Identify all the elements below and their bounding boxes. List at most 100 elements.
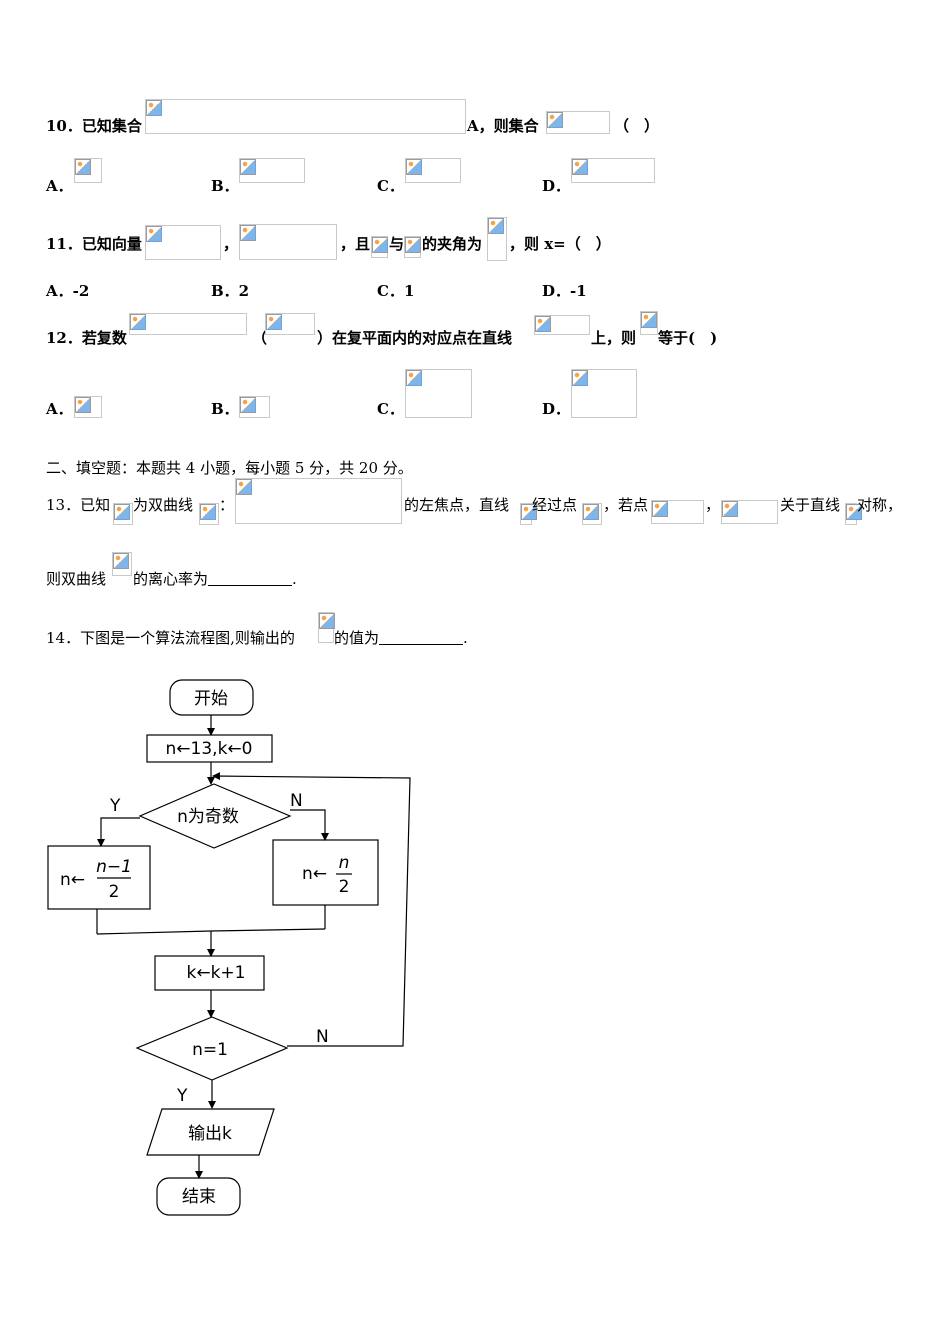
q13-point-image	[582, 503, 602, 525]
q14-variable-k-image	[318, 612, 335, 643]
q11-number: 11．	[46, 235, 82, 253]
q11-line: 11．已知向量	[46, 233, 142, 254]
q12-number: 12．	[46, 329, 82, 347]
flowchart-output-node	[146, 1108, 275, 1156]
flowchart-init-label: n←13,k←0	[166, 739, 253, 759]
q10-option-c-image	[405, 158, 461, 183]
q13-answer-blank[interactable]	[208, 571, 293, 586]
q11-angle-image	[487, 217, 507, 261]
q13-point-a-image	[651, 500, 704, 524]
q10-set-b-formula-image	[546, 111, 610, 134]
q13-colon: ：	[219, 496, 235, 514]
q13-focus-f-image	[113, 503, 133, 525]
q11-text-1: 已知向量	[81, 235, 142, 253]
q13-hyperbola-equation-image	[235, 478, 402, 524]
q13-curve-c2-image	[112, 552, 132, 576]
q11-text-2: ，且	[340, 235, 371, 253]
q13-line: 13．已知	[46, 494, 110, 515]
flowchart-right-denominator: 2	[339, 877, 350, 897]
q13-comma: ，	[705, 496, 721, 514]
flowchart-left-prefix: n←	[60, 870, 85, 890]
flowchart-condition-odd-label: n为奇数	[177, 807, 239, 827]
q10-line: 10．已知集合	[46, 115, 142, 136]
q10-text-2: A，则集合	[467, 117, 539, 135]
flowchart-no-label-1: N	[290, 791, 303, 811]
q12-complex-number-image	[129, 313, 247, 335]
q13-text-7: 对称，	[857, 496, 903, 514]
q11-vector-a-image	[145, 225, 221, 260]
q12-option-d: D．	[542, 400, 571, 418]
flowchart-increment-box	[154, 955, 265, 991]
q10-text-1: 已知集合	[81, 117, 142, 135]
q10-option-b: B．	[211, 177, 239, 195]
q13-line-2b: 的离心率为.	[133, 568, 297, 589]
q12-line: 12．若复数	[46, 327, 127, 348]
q14-period: .	[463, 629, 468, 647]
q13-line-2a: 则双曲线	[46, 570, 107, 588]
q13-text-6: 关于直线	[780, 496, 841, 514]
q13-number: 13．	[46, 496, 81, 514]
q11-vector-b-image	[239, 224, 337, 260]
flowchart-output-label: 输出k	[188, 1124, 232, 1144]
q10-option-a: A．	[46, 177, 73, 195]
q14-answer-blank[interactable]	[379, 630, 464, 645]
q11-text-4: 的夹角为	[422, 235, 483, 253]
q11-vector-b-symbol-image	[404, 236, 421, 258]
flowchart-yes-label-1: Y	[109, 796, 121, 816]
q12-line-equation-image	[534, 315, 590, 335]
q14-line-2: 的值为.	[334, 627, 468, 648]
q10-option-d-image	[571, 158, 655, 183]
q11-option-a: A．-2	[46, 282, 90, 300]
q14-number: 14．	[46, 629, 81, 647]
flowchart-right-prefix: n←	[302, 864, 327, 884]
q10-option-b-image	[239, 158, 305, 183]
q10-option-c: C．	[377, 177, 404, 195]
flowchart-init-box	[146, 734, 273, 763]
q13-text-2: 为双曲线	[133, 496, 194, 514]
flowchart-arrow	[290, 809, 329, 841]
q11-option-b: B．2	[211, 282, 250, 300]
q12-option-b-image	[239, 396, 270, 418]
flowchart-arrow	[97, 817, 140, 847]
q12-variable-image	[640, 311, 658, 335]
q12-option-a: A．	[46, 400, 73, 418]
q12-text-1: 若复数	[81, 329, 127, 347]
flowchart-condition-odd	[138, 783, 292, 849]
q12-option-a-image	[74, 396, 102, 418]
q13-point-b-image	[721, 500, 778, 524]
q13-text-eccentricity: 的离心率为	[133, 570, 209, 588]
q12-condition-image	[265, 313, 315, 335]
q13-period: .	[292, 570, 297, 588]
flowchart-right-numerator: n	[339, 853, 350, 873]
q10-option-a-image	[74, 158, 102, 183]
q13-text-5: ，若点	[603, 496, 649, 514]
q13-text-4: 经过点	[532, 496, 578, 514]
flowchart-start-label: 开始	[194, 689, 228, 709]
flowchart-no-label-2: N	[316, 1027, 329, 1047]
flowchart-left-numerator: n−1	[96, 857, 132, 877]
q12-left-paren: （	[252, 329, 268, 347]
flowchart-loop-arrow	[212, 772, 411, 1047]
flowchart-increment-label: k←k+1	[187, 963, 246, 983]
q10-option-d: D．	[542, 177, 571, 195]
flowchart-condition-n1-label: n=1	[192, 1040, 228, 1060]
flowchart-end-label: 结束	[182, 1187, 216, 1207]
q10-set-a-formula-image	[145, 99, 466, 134]
q13-line-l-image	[520, 503, 537, 525]
q11-text-3: 与	[389, 235, 405, 253]
q11-option-c: C．1	[377, 282, 415, 300]
q14-line: 14．下图是一个算法流程图,则输出的	[46, 627, 295, 648]
q12-option-d-image	[571, 369, 637, 418]
flowchart-end-node	[156, 1177, 241, 1216]
q10-answer-paren: （ ）	[614, 117, 660, 135]
q13-text-3: 的左焦点，直线	[404, 496, 510, 514]
section-two-heading: 二、填空题：本题共 4 小题，每小题 5 分，共 20 分。	[46, 459, 413, 477]
flowchart-yes-label-2: Y	[176, 1086, 188, 1106]
q14-text-2: 的值为	[334, 629, 380, 647]
q12-option-b: B．	[211, 400, 239, 418]
q12-option-c: C．	[377, 400, 404, 418]
q13-curve-c-image	[199, 503, 219, 525]
q12-text-2: ）在复平面内的对应点在直线	[317, 329, 513, 347]
flowchart-left-denominator: 2	[109, 882, 120, 902]
